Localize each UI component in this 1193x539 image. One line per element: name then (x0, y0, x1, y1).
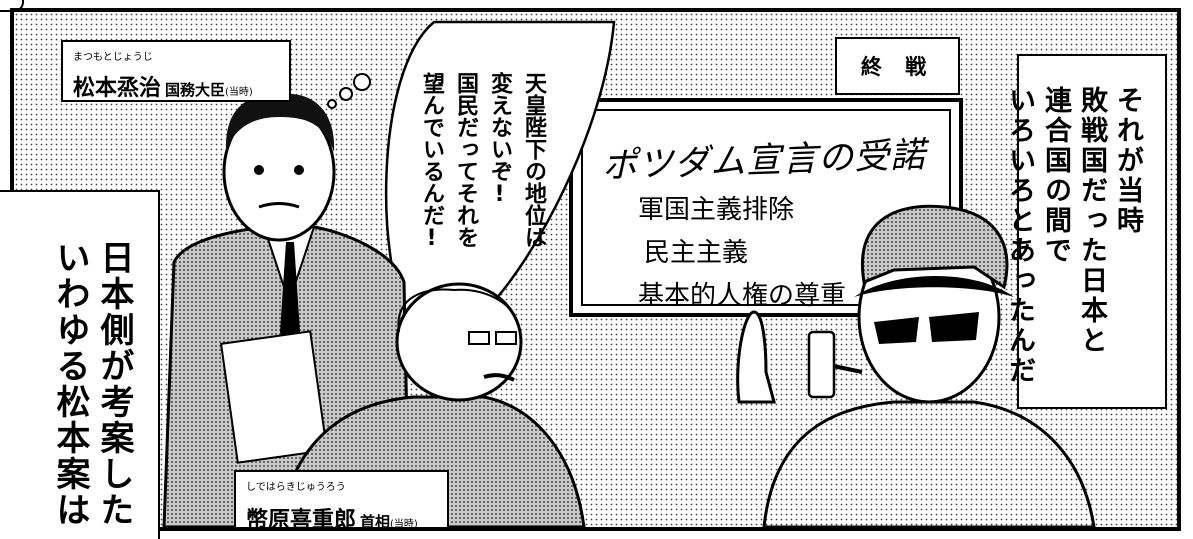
narration-caption-left: 日本側が考案した いわゆる松本案は (0, 190, 160, 539)
matsumoto-name-label: まつもとじょうじ 松本烝治国務大臣(当時) (61, 40, 291, 102)
board-title: ポツダム宣言の受諾 (601, 135, 927, 187)
caption-line: 連合国の間で (1040, 86, 1071, 266)
board-item: 民主主義 (644, 238, 749, 268)
thought-line: 国民だってそれを (453, 72, 478, 248)
caption-line: それが当時 (1112, 86, 1143, 236)
narration-caption-right: それが当時 敗戦国だった日本と 連合国の間で いろいろとあったんだ (1004, 54, 1167, 409)
title-box: 終 戦 (835, 37, 960, 95)
person-name: 松本烝治 (73, 76, 162, 101)
person-title: 首相 (360, 513, 391, 531)
macarthur-figure (736, 204, 1096, 527)
thought-line: 変えないぞ! (487, 72, 512, 207)
name-furigana: しではらきじゅうろう (246, 482, 346, 493)
whiteboard-text: ポツダム宣言の受諾 軍国主義排除 民主主義 基本的人権の尊重 (602, 132, 927, 312)
title-note: (当時) (390, 519, 418, 530)
shidehara-name-label: しではらきじゅうろう 幣原喜重郎首相(当時) (234, 470, 449, 531)
thought-line: 望んでいるんだ! (419, 72, 444, 251)
caption-line: 敗戦国だった日本と (1076, 86, 1107, 356)
thought-line: 天皇陛下の地位は (521, 72, 546, 248)
person-title: 国務大臣 (165, 81, 226, 99)
caption-line: 日本側が考案した (94, 240, 134, 528)
person-name: 幣原喜重郎 (246, 508, 357, 531)
manga-panel: ポツダム宣言の受諾 軍国主義排除 民主主義 基本的人権の尊重 天皇陛下の地位は … (10, 8, 1181, 531)
thought-bubble-text: 天皇陛下の地位は 変えないぞ! 国民だってそれを 望んでいるんだ! (388, 14, 608, 334)
caption-line: いわゆる松本案は (50, 240, 90, 528)
caption-line: いろいろとあったんだ (1004, 86, 1035, 386)
board-item: 軍国主義排除 (638, 195, 795, 225)
name-furigana: まつもとじょうじ (73, 52, 153, 63)
board-item: 基本的人権の尊重 (638, 281, 847, 311)
title-note: (当時) (225, 87, 253, 98)
